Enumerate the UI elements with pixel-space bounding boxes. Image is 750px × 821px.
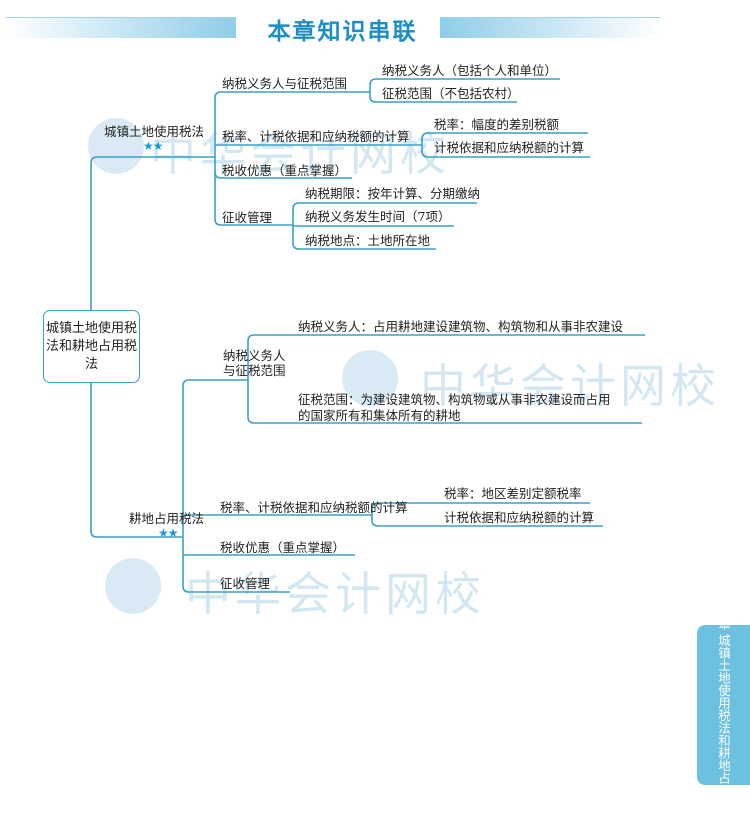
leaf-line1: 征税范围：为建设建筑物、构筑物或从事非农建设而占用 (298, 392, 611, 407)
leaf: 纳税义务发生时间（7项） (305, 209, 451, 224)
watermark-text: 中华会计网校 (185, 567, 485, 621)
node-collection-management: 征收管理 (220, 576, 271, 591)
watermark-logo-icon (342, 350, 398, 406)
node-rate-calculation: 税率、计税依据和应纳税额的计算 (220, 500, 408, 515)
side-tab-line1: 第 9 章 城镇土地使用 (716, 588, 731, 709)
leaf: 纳税义务人（包括个人和单位） (382, 63, 558, 78)
node-taxpayer-scope-line2: 与征税范围 (223, 363, 286, 378)
node-tax-preference: 税收优惠（重点掌握） (220, 540, 346, 555)
importance-stars-icon: ★★ (143, 139, 163, 153)
leaf: 税率：幅度的差别税额 (434, 117, 560, 132)
header-band-left (6, 17, 236, 38)
watermark-logo-icon (105, 558, 161, 614)
side-tab-line2: 税法和耕地占用税法 (716, 708, 731, 821)
leaf: 纳税地点：土地所在地 (305, 233, 431, 248)
leaf: 纳税期限：按年计算、分期缴纳 (305, 186, 481, 201)
leaf-line2: 的国家所有和集体所有的耕地 (298, 408, 461, 423)
header-band-right (440, 17, 660, 38)
branch-label-farmland-tax: 耕地占用税法 (129, 511, 205, 526)
root-node: 城镇土地使用税法和耕地占用税法 (43, 310, 140, 383)
node-tax-preference: 税收优惠（重点掌握） (222, 163, 348, 178)
leaf: 纳税义务人：占用耕地建设建筑物、构筑物和从事非农建设 (298, 319, 624, 334)
importance-stars-icon: ★★ (158, 526, 178, 540)
watermark-text: 中华会计网校 (150, 127, 450, 181)
node-collection-management: 征收管理 (222, 210, 273, 225)
leaf: 税率：地区差别定额税率 (444, 486, 582, 501)
node-rate-calculation: 税率、计税依据和应纳税额的计算 (222, 129, 410, 144)
leaf: 征税范围（不包括农村） (382, 86, 520, 101)
leaf: 计税依据和应纳税额的计算 (444, 510, 595, 525)
mindmap-connectors (90, 78, 645, 593)
node-taxpayer-scope: 纳税义务人与征税范围 (222, 76, 348, 91)
node-taxpayer-scope-line1: 纳税义务人 (223, 348, 286, 363)
watermark-logo-icon (88, 118, 144, 174)
branch-label-urban-land-tax: 城镇土地使用税法 (104, 124, 205, 139)
chapter-side-tab[interactable]: 第 9 章 城镇土地使用 税法和耕地占用税法 (697, 589, 750, 821)
leaf: 计税依据和应纳税额的计算 (434, 140, 585, 155)
watermark-text: 中华会计网校 (420, 359, 720, 413)
page-title: 本章知识串联 (267, 19, 418, 45)
